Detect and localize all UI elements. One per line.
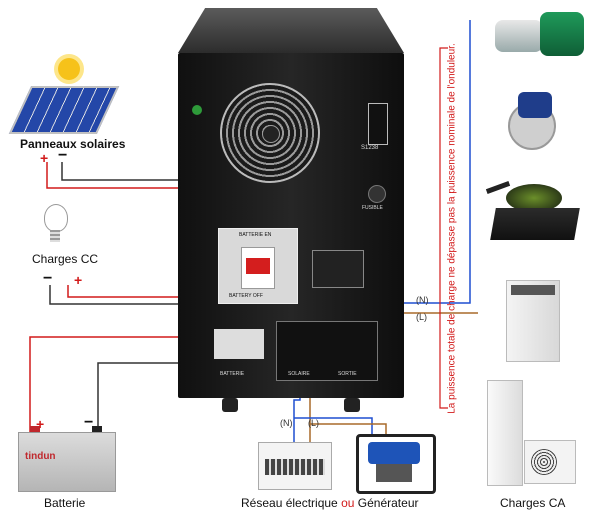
- power-indicator: [192, 105, 202, 115]
- water-pump-icon: [495, 20, 543, 52]
- ac-l-tag: (L): [416, 312, 427, 322]
- frying-pan-icon: [506, 184, 562, 212]
- fuse-label: FUSIBLE: [362, 205, 383, 211]
- fuse-holder[interactable]: [368, 185, 386, 203]
- dc-terminal-block: [312, 250, 364, 288]
- dc-minus: −: [43, 270, 53, 287]
- breaker-row: [265, 459, 325, 475]
- battery-breaker-panel: BATTERIE EN BATTERY OFF: [218, 228, 298, 304]
- output-port-label: SORTIE: [338, 371, 357, 377]
- or-label: ou: [341, 496, 355, 510]
- battery-breaker[interactable]: [241, 247, 275, 289]
- inverter-top: [178, 8, 404, 53]
- breaker-title: BATTERIE EN: [239, 232, 272, 238]
- grid-label-line: Réseau électrique ou Générateur: [241, 496, 418, 510]
- air-conditioner-outdoor-icon: [524, 440, 576, 484]
- battery-icon: tindun: [18, 432, 116, 492]
- battery-positive-wire: [29, 336, 232, 432]
- solar-port-label: SOLAIRE: [288, 371, 310, 377]
- battery-port-label: BATTERIE: [220, 371, 245, 377]
- battery-label: Batterie: [44, 496, 86, 510]
- sun-icon: [58, 58, 80, 80]
- ac-fan: [531, 449, 557, 475]
- light-bulb-icon: [44, 204, 68, 232]
- solar-minus: −: [58, 147, 68, 164]
- model-badge: [368, 103, 388, 145]
- ac-terminal-block: [276, 321, 378, 381]
- ac-loads-bracket: [439, 47, 448, 409]
- fan-hub: [262, 125, 280, 143]
- gen-n-wire: [294, 417, 373, 434]
- battery-brand: tindun: [25, 451, 56, 462]
- battery-plus: +: [36, 416, 45, 432]
- battery-minus: −: [84, 414, 94, 431]
- grid-l-tag: (L): [308, 418, 319, 428]
- ac-loads-label: Charges CA: [500, 496, 566, 510]
- generator-icon: [356, 434, 436, 494]
- inverter-front-panel: S1238 FUSIBLE BATTERIE EN BATTERY OFF BA…: [178, 53, 404, 398]
- gen-l-wire: [310, 423, 387, 434]
- battery-negative-terminal: [92, 426, 102, 434]
- washer-control-panel: [511, 285, 555, 295]
- saw-body: [518, 92, 552, 118]
- induction-cooker-icon: [490, 208, 580, 240]
- dc-plus: +: [74, 272, 83, 288]
- dc-loads-label: Charges CC: [32, 252, 99, 266]
- generator-label: Générateur: [357, 496, 419, 510]
- bulb-base: [50, 230, 60, 242]
- distribution-board-icon: [258, 442, 332, 490]
- pump-motor: [540, 12, 584, 56]
- breaker-off-label: BATTERY OFF: [229, 293, 263, 299]
- generator-tank: [368, 442, 420, 464]
- generator-frame: [356, 434, 436, 494]
- solar-label: Panneaux solaires: [20, 137, 126, 151]
- circular-saw-icon: [500, 92, 556, 150]
- wheel-right: [344, 398, 360, 412]
- solar-plus: +: [40, 150, 49, 166]
- grid-label: Réseau électrique: [241, 496, 338, 510]
- cooling-fan-grille: [220, 83, 320, 183]
- battery-positive-terminal: [30, 426, 40, 434]
- power-note: La puissence totale de charge ne dépasse…: [446, 43, 458, 414]
- ac-n-tag: (N): [416, 295, 429, 305]
- air-conditioner-tower-icon: [487, 380, 523, 486]
- battery-terminal-block: [214, 329, 264, 359]
- wheel-left: [222, 398, 238, 412]
- washing-machine-icon: [506, 280, 560, 362]
- breaker-switch[interactable]: [246, 258, 270, 274]
- model-label: S1238: [361, 145, 379, 151]
- grid-n-tag: (N): [280, 418, 293, 428]
- inverter-cabinet: S1238 FUSIBLE BATTERIE EN BATTERY OFF BA…: [178, 8, 404, 412]
- generator-engine: [376, 464, 412, 482]
